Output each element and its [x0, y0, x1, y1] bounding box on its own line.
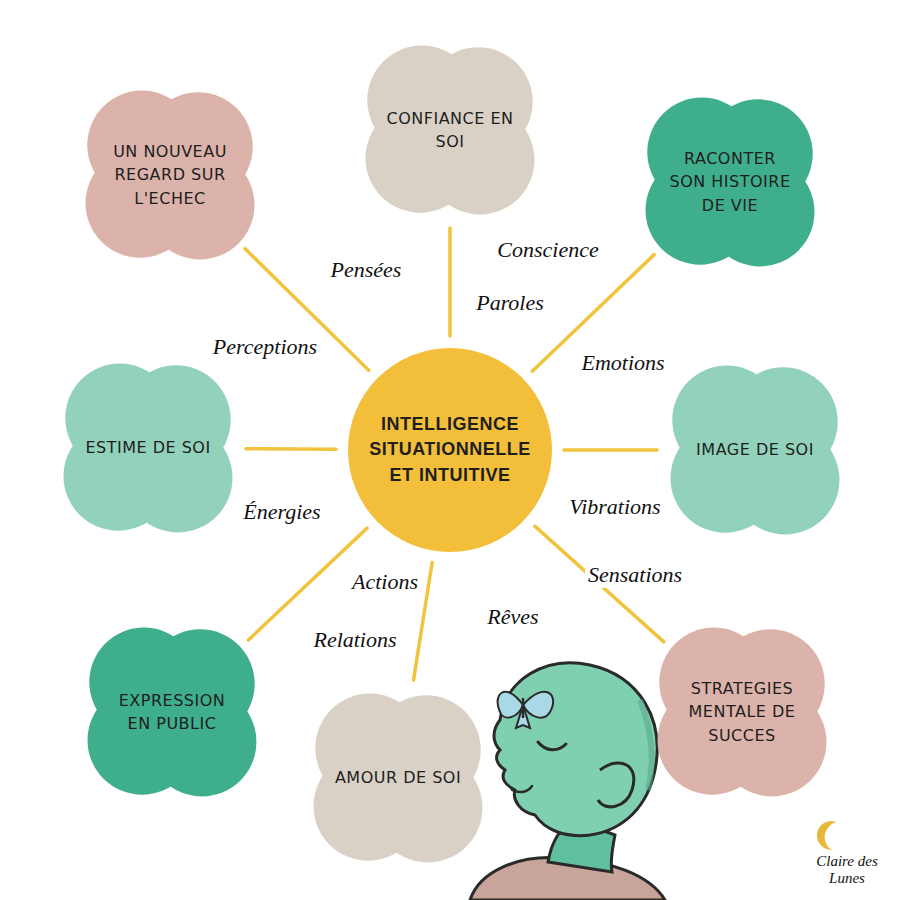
ray-word: Paroles: [473, 290, 547, 316]
signature: Claire des Lunes: [812, 853, 882, 886]
node-label: CONFIANCE EN SOI: [386, 107, 514, 153]
ray-word: Emotions: [578, 350, 667, 376]
ray-word: Perceptions: [210, 334, 320, 360]
flower-node: UN NOUVEAU REGARD SUR L'ECHEC: [82, 87, 258, 263]
node-text-group: AMOUR DE SOI: [334, 766, 462, 789]
ray-word: Conscience: [494, 237, 601, 263]
ray-word: Énergies: [240, 499, 323, 525]
center-title: INTELLIGENCE SITUATIONNELLE ET INTUITIVE: [364, 412, 536, 488]
ray-word: Vibrations: [566, 494, 663, 520]
node-label: EXPRESSION EN PUBLIC: [108, 689, 236, 735]
node-text-group: ESTIME DE SOI: [84, 436, 212, 459]
flower-node: ESTIME DE SOI: [60, 360, 236, 536]
ray-connector: [246, 447, 336, 451]
node-label: ESTIME DE SOI: [84, 436, 212, 459]
ray-connector: [448, 228, 452, 336]
flower-node: EXPRESSION EN PUBLIC: [84, 624, 260, 800]
node-text-group: EXPRESSION EN PUBLIC: [108, 689, 236, 735]
node-text-group: CONFIANCE EN SOI: [386, 107, 514, 153]
flower-node: CONFIANCE EN SOI: [362, 42, 538, 218]
node-label: STRATEGIES MENTALE DE SUCCES: [678, 677, 806, 747]
moon-mark: [817, 821, 836, 850]
flower-node: IMAGE DE SOI: [667, 362, 843, 538]
node-text-group: UN NOUVEAU REGARD SUR L'ECHEC: [106, 140, 234, 210]
node-text-group: IMAGE DE SOI: [691, 438, 819, 461]
flower-node: AMOUR DE SOI: [310, 690, 486, 866]
clover-shape: [84, 624, 260, 800]
character: [470, 663, 665, 900]
ray-word: Relations: [310, 627, 399, 653]
ray-word: Sensations: [585, 562, 685, 588]
node-text-group: INTELLIGENCE SITUATIONNELLE ET INTUITIVE: [364, 412, 536, 488]
node-label: UN NOUVEAU REGARD SUR L'ECHEC: [106, 140, 234, 210]
ray-word: Pensées: [328, 257, 405, 283]
ray-word: Actions: [349, 569, 421, 595]
ray-connector: [564, 448, 657, 452]
node-text-group: STRATEGIES MENTALE DE SUCCES: [678, 677, 806, 747]
center-circle: INTELLIGENCE SITUATIONNELLE ET INTUITIVE: [348, 348, 552, 552]
ray-word: Rêves: [484, 604, 541, 630]
node-label: IMAGE DE SOI: [691, 438, 819, 461]
node-label: AMOUR DE SOI: [334, 766, 462, 789]
node-label: RACONTER SON HISTOIRE DE VIE: [666, 147, 794, 217]
flower-node: STRATEGIES MENTALE DE SUCCES: [654, 624, 830, 800]
flower-node: RACONTER SON HISTOIRE DE VIE: [642, 94, 818, 270]
clover-shape: [362, 42, 538, 218]
node-text-group: RACONTER SON HISTOIRE DE VIE: [666, 147, 794, 217]
